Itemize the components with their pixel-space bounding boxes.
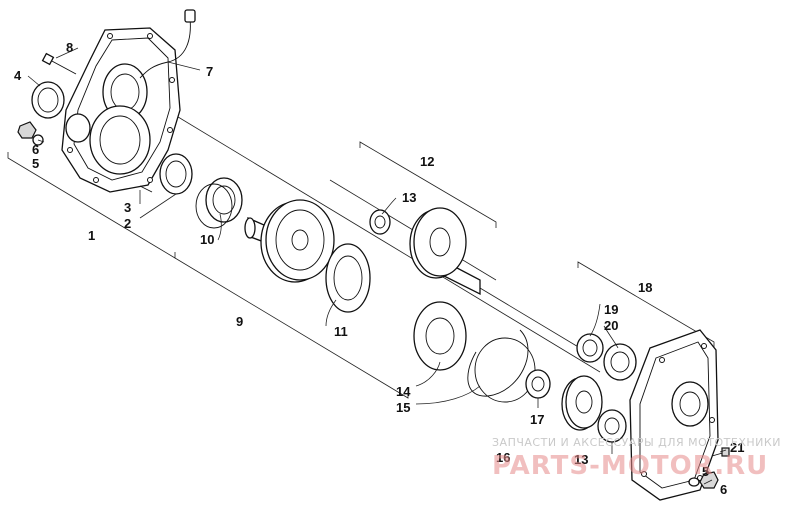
callout-1: 1 [88, 228, 95, 243]
callout-leaders [27, 47, 727, 485]
callout-14: 14 [396, 384, 411, 399]
callout-7: 7 [206, 64, 213, 79]
pin-3 [139, 185, 153, 193]
bearing-17 [525, 369, 551, 399]
callout-6-left: 6 [32, 142, 39, 157]
callout-18: 18 [638, 280, 652, 295]
snap-ring-15 [467, 329, 529, 397]
bolt-21 [711, 447, 730, 457]
callout-3: 3 [124, 200, 131, 215]
callout-9: 9 [236, 314, 243, 329]
callout-6-right: 6 [720, 482, 727, 497]
gear-right [561, 375, 603, 431]
thrust-plate-11 [325, 243, 371, 313]
callout-4: 4 [14, 68, 22, 83]
callout-13-lower: 13 [574, 452, 588, 467]
gear-shaft-12 [409, 207, 481, 296]
callout-17: 17 [530, 412, 544, 427]
callout-labels: 1 2 3 4 5 5 6 6 7 8 9 10 11 12 13 13 14 … [14, 40, 744, 497]
bearing-20 [603, 343, 637, 381]
seal-19 [576, 333, 604, 363]
ring-16 [474, 337, 536, 403]
callout-2: 2 [124, 216, 131, 231]
callout-21: 21 [730, 440, 744, 455]
callout-16: 16 [496, 450, 510, 465]
callout-8: 8 [66, 40, 73, 55]
seal-ring-left [31, 81, 65, 119]
callout-12: 12 [420, 154, 434, 169]
callout-19: 19 [604, 302, 618, 317]
callout-11: 11 [334, 324, 348, 339]
gear-case-cover-right [629, 329, 719, 501]
callout-13-upper: 13 [402, 190, 416, 205]
callout-10: 10 [200, 232, 214, 247]
watermark-brand: PARTS-MOTOR.RU [492, 451, 768, 481]
screw-icon [41, 52, 77, 75]
callout-5-left: 5 [32, 156, 39, 171]
sprocket-14 [413, 301, 467, 371]
callout-15: 15 [396, 400, 410, 415]
output-shaft-drum [244, 199, 335, 283]
watermark-tagline: ЗАПЧАСТИ И АКСЕССУАРЫ ДЛЯ МОТОТЕХНИКИ [492, 436, 781, 449]
seal-ring-2 [159, 153, 193, 195]
drain-plug-right [688, 471, 719, 489]
watermark: ЗАПЧАСТИ И АКСЕССУАРЫ ДЛЯ МОТОТЕХНИКИ PA… [492, 436, 781, 481]
bearing-13-upper [369, 209, 391, 235]
drain-plug-left [17, 121, 44, 146]
callout-5-right: 5 [702, 464, 709, 479]
bearing-10 [195, 177, 243, 229]
callout-20: 20 [604, 318, 618, 333]
